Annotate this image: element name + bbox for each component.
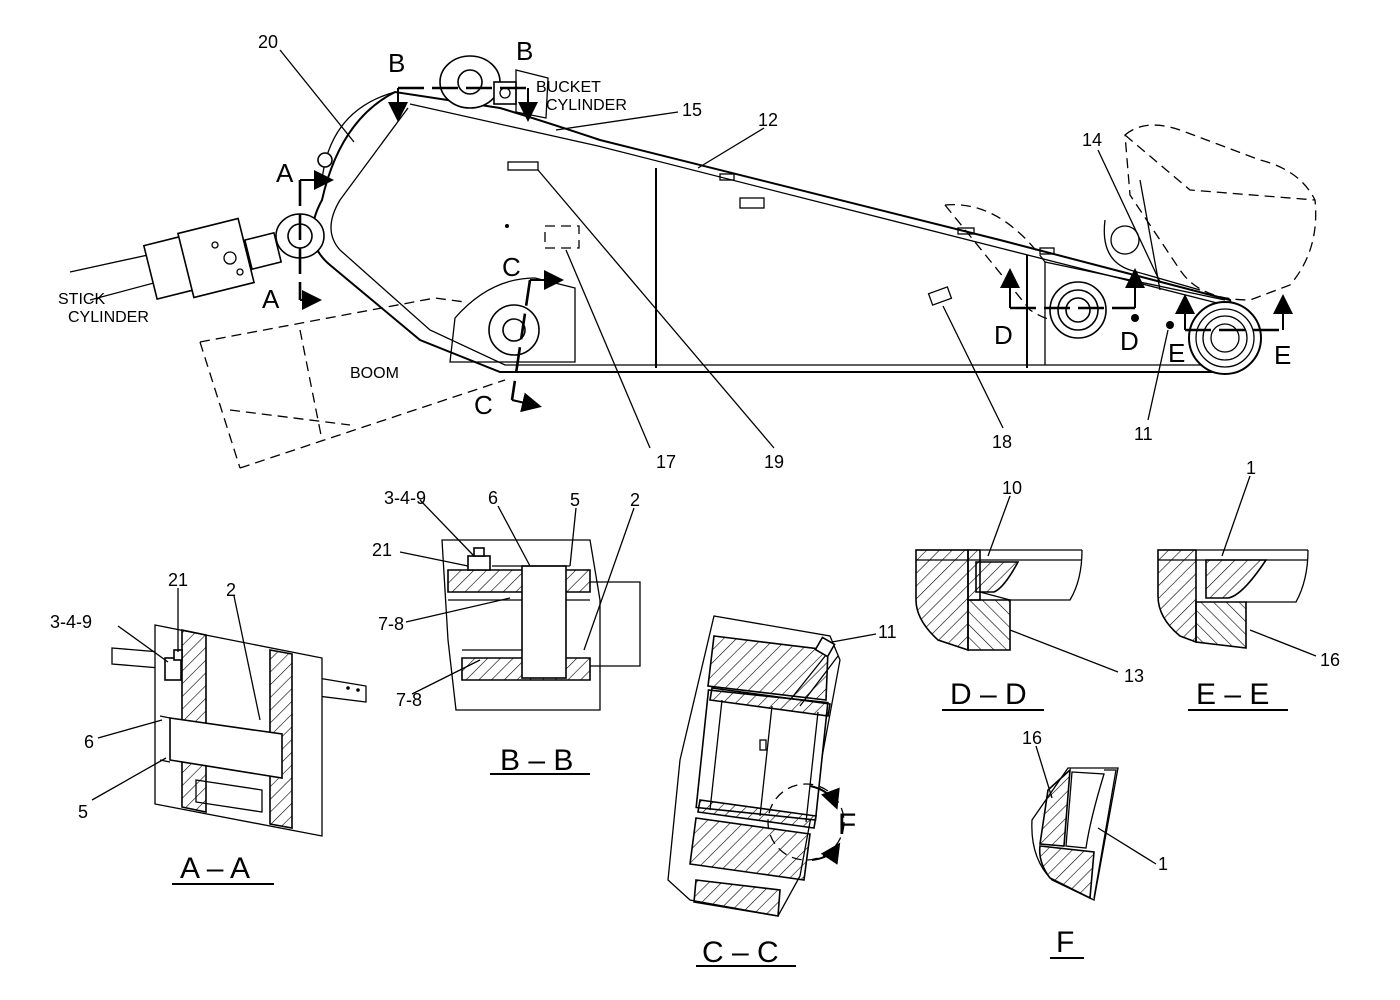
detail-f-view <box>1031 767 1119 901</box>
callout-14: 14 <box>1082 130 1102 150</box>
callout-b-2: 2 <box>630 490 640 510</box>
callout-f-1: 1 <box>1158 854 1168 874</box>
bucket-cylinder-label-line2: CYLINDER <box>546 97 627 114</box>
section-d-d-title: D – D <box>950 678 1027 711</box>
section-b-b-view <box>441 539 641 711</box>
section-line-c <box>510 270 564 413</box>
section-a-a-view <box>111 624 367 837</box>
detail-f-leaders <box>1035 745 1157 959</box>
section-e-e-view <box>1157 549 1309 649</box>
section-c-c-leaders <box>696 633 877 967</box>
boom-pin <box>488 304 540 356</box>
callout-15: 15 <box>682 100 702 120</box>
callout-b-3-4-9: 3-4-9 <box>384 488 426 508</box>
callout-e-16: 16 <box>1320 650 1340 670</box>
section-line-a <box>298 170 334 310</box>
section-a-a-leaders <box>91 588 274 885</box>
callout-b-7-8-bottom: 7-8 <box>396 690 422 710</box>
callout-12: 12 <box>758 110 778 130</box>
callout-b-21: 21 <box>372 540 392 560</box>
section-line-d <box>1000 268 1145 310</box>
section-line-e <box>1175 294 1293 332</box>
callout-a-21: 21 <box>168 570 188 590</box>
callout-a-3-4-9: 3-4-9 <box>50 612 92 632</box>
section-line-b <box>388 86 538 122</box>
grease-fitting-dot-d <box>1131 314 1139 322</box>
callout-f-16: 16 <box>1022 728 1042 748</box>
grease-fitting-dot <box>1166 321 1174 329</box>
callout-20: 20 <box>258 32 278 52</box>
section-a-a-title: A – A <box>180 852 250 885</box>
section-mark-e-left: E <box>1168 338 1185 368</box>
callout-c-11: 11 <box>878 622 897 642</box>
section-d-d-view <box>915 549 1083 652</box>
stick-body <box>311 90 1242 373</box>
callout-a-6: 6 <box>84 732 94 752</box>
callout-e-1: 1 <box>1246 458 1256 478</box>
callout-d-13: 13 <box>1124 666 1144 686</box>
callout-d-10: 10 <box>1002 478 1022 498</box>
stick-main-view <box>69 49 1317 469</box>
section-mark-c-top: C <box>502 252 521 282</box>
stick-cylinder <box>69 213 325 301</box>
callout-b-7-8-top: 7-8 <box>378 614 404 634</box>
section-mark-b-left: B <box>388 48 405 78</box>
callout-b-5: 5 <box>570 490 580 510</box>
section-mark-b-right: B <box>516 36 533 66</box>
section-mark-f: F <box>838 808 856 841</box>
leader-lines <box>279 49 1169 449</box>
section-b-b-leaders <box>399 499 635 775</box>
callout-19: 19 <box>764 452 784 472</box>
stick-cylinder-label-line1: STICK <box>58 291 105 308</box>
callout-17: 17 <box>656 452 676 472</box>
section-c-c-view <box>667 615 845 917</box>
link-pin <box>944 203 1107 339</box>
callout-a-2: 2 <box>226 580 236 600</box>
section-mark-e-right: E <box>1274 340 1291 370</box>
detail-f-title: F <box>1056 926 1074 959</box>
bucket-cylinder-label-line1: BUCKET <box>536 79 601 96</box>
section-b-b-title: B – B <box>500 744 573 777</box>
callout-18: 18 <box>992 432 1012 452</box>
section-mark-d-left: D <box>994 320 1013 350</box>
section-mark-a-top: A <box>276 158 294 188</box>
section-e-e-title: E – E <box>1196 678 1269 711</box>
section-mark-c-bottom: C <box>474 390 493 420</box>
section-mark-a-bottom: A <box>262 284 280 314</box>
callout-a-5: 5 <box>78 802 88 822</box>
stick-cylinder-label-line2: CYLINDER <box>68 309 149 326</box>
boom-label: BOOM <box>350 365 399 382</box>
section-mark-d-right: D <box>1120 326 1139 356</box>
bucket-pin <box>1188 301 1262 375</box>
section-e-e-leaders <box>1188 475 1317 711</box>
callout-11: 11 <box>1134 424 1153 444</box>
stick-nose-hole <box>317 152 333 168</box>
section-d-d-leaders <box>942 495 1119 711</box>
section-c-c-title: C – C <box>702 936 779 969</box>
callout-b-6: 6 <box>488 488 498 508</box>
